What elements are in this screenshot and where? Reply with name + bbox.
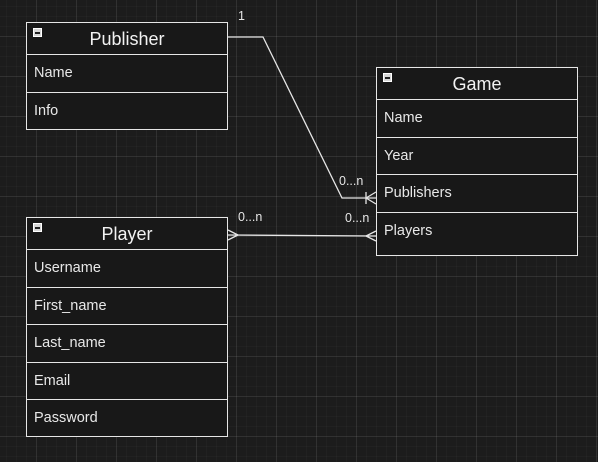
entity-header[interactable]: Publisher: [27, 23, 227, 55]
multiplicity-publisher-side: 1: [238, 9, 245, 23]
attribute-row[interactable]: Name: [27, 55, 227, 93]
entity-player[interactable]: Player Username First_name Last_name Ema…: [26, 217, 228, 437]
entity-title: Game: [452, 74, 502, 94]
attribute-row[interactable]: Info: [34, 102, 59, 119]
crows-foot-game-side: [365, 230, 377, 242]
multiplicity-game-publishers-side: 0...n: [339, 174, 364, 188]
collapse-icon[interactable]: [33, 223, 42, 232]
attribute-row[interactable]: Year: [377, 138, 577, 175]
attribute-row[interactable]: Username: [27, 250, 227, 288]
multiplicity-game-players-side: 0...n: [345, 211, 370, 225]
crows-foot-publisher-game: [365, 191, 377, 205]
attribute-row[interactable]: Players: [384, 222, 433, 239]
crows-foot-player-side: [227, 229, 239, 241]
entity-publisher[interactable]: Publisher Name Info: [26, 22, 228, 130]
connector-player-game[interactable]: [227, 234, 377, 237]
collapse-icon[interactable]: [383, 73, 392, 82]
attribute-row[interactable]: Name: [377, 100, 577, 138]
attribute-row[interactable]: Password: [34, 410, 98, 426]
entity-title: Publisher: [89, 29, 165, 49]
attribute-row[interactable]: Last_name: [27, 325, 227, 363]
entity-header[interactable]: Game: [377, 68, 577, 100]
attribute-row[interactable]: Publishers: [377, 175, 577, 213]
attribute-row[interactable]: First_name: [27, 288, 227, 325]
entity-game[interactable]: Game Name Year Publishers Players: [376, 67, 578, 256]
multiplicity-player-side: 0...n: [238, 210, 263, 224]
collapse-icon[interactable]: [33, 28, 42, 37]
attribute-row[interactable]: Email: [27, 363, 227, 400]
entity-title: Player: [101, 224, 153, 244]
entity-header[interactable]: Player: [27, 218, 227, 250]
